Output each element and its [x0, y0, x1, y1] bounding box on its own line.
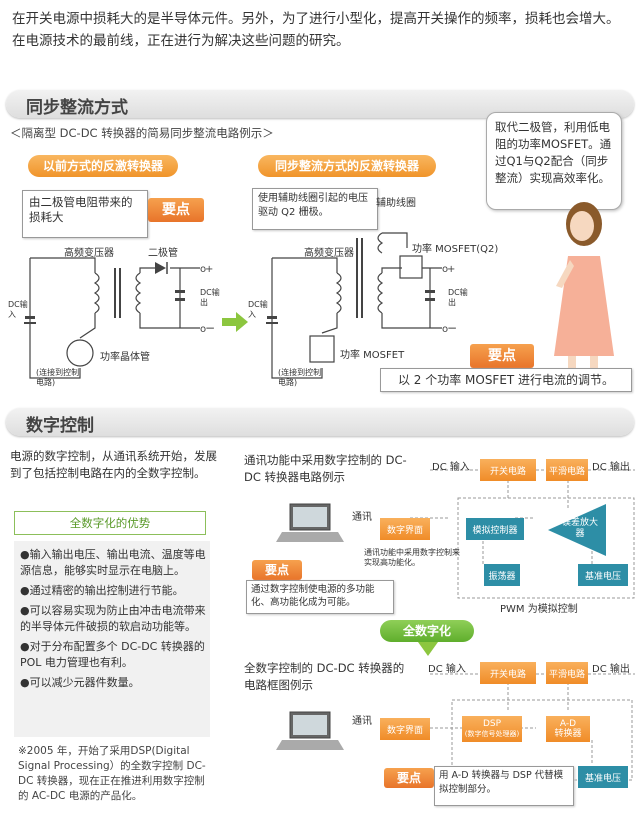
svg-text:o: o	[200, 264, 206, 275]
label-aux-coil: 辅助线圈	[376, 198, 416, 209]
label-comm: 通讯	[352, 512, 372, 523]
block-ad-converter: A-D 转换器	[546, 716, 590, 742]
label-error-amp: 误差放大器	[561, 518, 598, 539]
advantage-item: ●可以容易实现为防止由冲击电流带来的半导体元件破损的软启动功能等。	[20, 604, 206, 633]
svg-text:−: −	[205, 321, 215, 335]
note-aux-coil: 使用辅助线圈引起的电压驱动 Q2 栅极。	[252, 188, 378, 230]
svg-text:o: o	[200, 324, 206, 335]
advantages-title: 全数字化的优势	[14, 511, 206, 535]
diagram1-title: 通讯功能中采用数字控制的 DC-DC 转换器电路例示	[244, 453, 407, 484]
label-power-transistor: 功率晶体管	[100, 352, 150, 363]
digital-desc: 电源的数字控制，从通讯系统开始，发展到了包括控制电路在内的全数字控制。	[10, 449, 217, 480]
section-header-sync: 同步整流方式	[6, 90, 634, 118]
label-dc-in-2: DC输入	[248, 300, 268, 319]
note-two-mosfet: 以 2 个功率 MOSFET 进行电流的调节。	[380, 368, 632, 392]
svg-text:+: +	[447, 264, 455, 275]
block-digital-interface-2: 数字界面	[380, 718, 430, 740]
label-dc-in: DC输入	[8, 300, 28, 319]
block-ref-voltage-2: 基准电压	[578, 766, 628, 788]
block-dsp: DSP (数字信号处理器)	[462, 716, 522, 742]
pill-old-flyback: 以前方式的反激转换器	[28, 155, 178, 177]
note-pwm: PWM 为模拟控制	[500, 604, 578, 615]
block-oscillator: 振荡器	[484, 564, 520, 586]
block-ref-voltage: 基准电压	[578, 564, 628, 586]
note-point-2: 用 A-D 转换器与 DSP 代替模拟控制部分。	[434, 766, 574, 806]
advantage-item: ●可以减少元器件数量。	[20, 676, 140, 689]
point-badge-3: 要点	[252, 560, 302, 580]
block-switch-circuit-2: 开关电路	[480, 662, 536, 684]
note-diode-loss: 由二极管电阻带来的损耗大	[22, 190, 148, 238]
label-dc-out: DC输出	[200, 288, 220, 307]
advantage-item: ●通过精密的输出控制进行节能。	[20, 584, 184, 597]
label-dc-out-2: DC输出	[448, 288, 468, 307]
block-digital-interface: 数字界面	[380, 518, 430, 540]
label-dc-in-d2: DC 输入	[428, 664, 466, 675]
ad-label: A-D	[559, 719, 577, 729]
point-badge: 要点	[148, 198, 204, 222]
circuit-sync-flyback: o o + −	[266, 232, 457, 379]
pill-sync-flyback: 同步整流方式的反激转换器	[258, 155, 436, 177]
woman-illustration	[554, 202, 614, 386]
block-analog-controller: 模拟控制器	[466, 518, 524, 540]
dsp-sublabel: (数字信号处理器)	[464, 730, 520, 738]
svg-text:o: o	[442, 264, 448, 275]
svg-text:−: −	[447, 321, 457, 335]
laptop-icon	[276, 503, 344, 542]
intro-text: 在开关电源中损耗大的是半导体元件。另外，为了进行小型化，提高开关操作的频率，损耗…	[12, 11, 620, 49]
point-badge-2: 要点	[470, 344, 534, 368]
label-to-control: (连接到控制电路)	[36, 368, 80, 387]
section-title: 同步整流方式	[26, 98, 128, 118]
section-title-2: 数字控制	[26, 416, 94, 436]
label-power-mosfet-q2: 功率 MOSFET(Q2)	[412, 244, 499, 255]
label-hf-transformer-2: 高频变压器	[304, 248, 354, 259]
footnote: ※2005 年，开始了采用DSP(Digital Signal Processi…	[18, 745, 206, 802]
label-to-control-2: (连接到控制电路)	[278, 368, 322, 387]
arrow-right-icon	[222, 312, 248, 332]
label-dc-in-d1: DC 输入	[432, 462, 470, 473]
note-point-1: 通过数字控制使电源的多功能化、高功能化成为可能。	[246, 580, 394, 614]
block-smooth-circuit-2: 平滑电路	[546, 662, 588, 684]
note-comm: 通讯功能中采用数字控制来实现高功能化。	[364, 548, 460, 567]
svg-text:+: +	[205, 264, 213, 275]
full-digital-pill: 全数字化	[380, 620, 474, 642]
advantage-item: ●对于分布配置多个 DC-DC 转换器的 POL 电力管理也有利。	[20, 640, 205, 669]
circuit-old-flyback: o o + −	[24, 257, 215, 379]
speech-bubble: 取代二极管，利用低电阻的功率MOSFET。通过Q1与Q2配合（同步整流）实现高效…	[486, 112, 622, 210]
label-dc-out-d1: DC 输出	[592, 462, 630, 473]
point-badge-4: 要点	[384, 768, 434, 788]
label-hf-transformer: 高频变压器	[64, 248, 114, 259]
advantages-list: ●输入输出电压、输出电流、温度等电源信息，能够实时显示在电脑上。 ●通过精密的输…	[14, 541, 210, 737]
block-smooth-circuit: 平滑电路	[546, 459, 588, 481]
laptop-icon	[276, 711, 344, 750]
label-comm-2: 通讯	[352, 716, 372, 727]
section-header-digital: 数字控制	[6, 408, 634, 436]
block-error-amp	[548, 504, 606, 556]
diagram2-title: 全数字控制的 DC-DC 转换器的电路框图例示	[244, 661, 405, 692]
ad-sublabel: 转换器	[554, 729, 582, 739]
label-diode: 二极管	[148, 248, 178, 259]
arrow-down-icon	[418, 642, 438, 656]
dsp-label: DSP	[482, 719, 502, 729]
svg-text:o: o	[442, 324, 448, 335]
label-power-mosfet: 功率 MOSFET	[340, 350, 405, 361]
block-switch-circuit: 开关电路	[480, 459, 536, 481]
advantage-item: ●输入输出电压、输出电流、温度等电源信息，能够实时显示在电脑上。	[20, 548, 206, 577]
circuit-caption: ＜隔离型 DC-DC 转换器的简易同步整流电路例示＞	[10, 126, 274, 140]
label-dc-out-d2: DC 输出	[592, 664, 630, 675]
